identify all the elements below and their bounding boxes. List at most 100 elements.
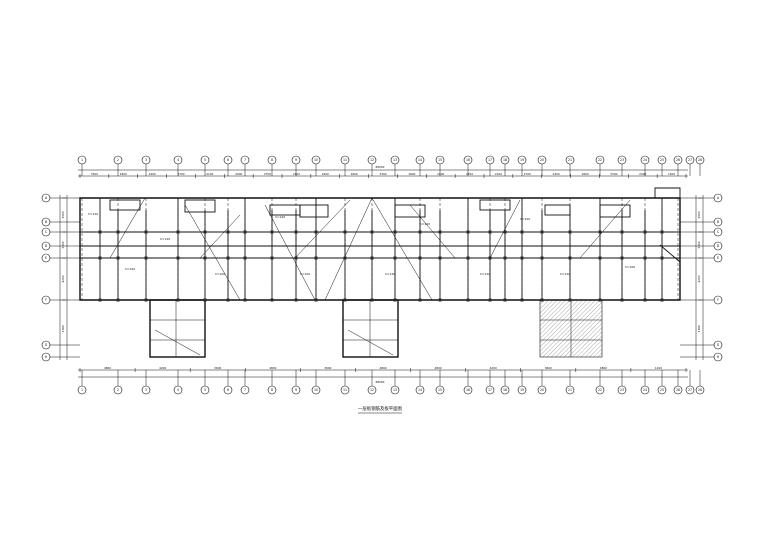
slab-label: h=120 (88, 212, 98, 216)
slab-label: h=100 (420, 222, 430, 226)
axis-label: 13 (393, 158, 397, 162)
axis-bubble (41, 253, 51, 263)
axis-label: 11 (343, 158, 347, 162)
dimension-text: 1800 (408, 172, 415, 176)
axis-bubble (565, 385, 575, 395)
axis-bubble (500, 155, 510, 165)
dimension-text: 3300 (61, 241, 65, 248)
axis-label: 8 (271, 158, 273, 162)
dimension-text: 2100 (206, 172, 213, 176)
axis-label: 12 (370, 388, 374, 392)
dimension-text: 4800 (600, 366, 607, 370)
axis-bubble (517, 385, 527, 395)
axis-bubble (223, 155, 233, 165)
axis-bubble (657, 155, 667, 165)
axis-bubble (595, 155, 605, 165)
dimension-text: 3600 (324, 366, 331, 370)
axis-label: 28 (698, 388, 702, 392)
axis-bubble (113, 155, 123, 165)
dimension-text: 4800 (379, 366, 386, 370)
dimension-text: 1500 (697, 325, 701, 332)
axis-label: 20 (540, 388, 544, 392)
axis-label: 16 (466, 158, 470, 162)
axis-bubble (267, 155, 277, 165)
axis-bubble (267, 385, 277, 395)
axis-label: 10 (314, 388, 318, 392)
axis-bubble (200, 385, 210, 395)
dimension-text: 2400 (149, 172, 156, 176)
axis-label: 24 (643, 158, 647, 162)
axis-bubble (41, 227, 51, 237)
axis-label: 11 (343, 388, 347, 392)
axis-label: 9 (295, 158, 297, 162)
axis-bubble (713, 253, 723, 263)
axis-grid-lines (81, 198, 679, 300)
axis-label: 24 (643, 388, 647, 392)
axis-bubble (200, 155, 210, 165)
axis-label: 14 (418, 158, 422, 162)
axis-bubble (565, 155, 575, 165)
dimension-text: 3600 (545, 366, 552, 370)
axis-label: 23 (620, 388, 624, 392)
dimension-text: 1500 (697, 211, 701, 218)
axis-label: D (45, 244, 48, 248)
axis-bubble (500, 385, 510, 395)
axis-bubble (673, 385, 683, 395)
dimension-text: 3900 (235, 172, 242, 176)
dimension-text: 2100 (495, 172, 502, 176)
axis-label: 27 (688, 158, 692, 162)
slab-label: h=100 (215, 272, 225, 276)
dimension-text: 2700 (466, 172, 473, 176)
dimension-text: 4800 (269, 366, 276, 370)
axis-label: E (717, 256, 719, 260)
axis-bubble (141, 155, 151, 165)
axis-bubble (240, 155, 250, 165)
dimension-lines (59, 169, 704, 378)
dimension-text: 1500 (61, 325, 65, 332)
axis-label: E (45, 256, 47, 260)
axis-label: 19 (520, 388, 524, 392)
bottom-overall-dimension: 88000 (376, 380, 385, 384)
axis-bubble (291, 385, 301, 395)
axis-bubble (435, 385, 445, 395)
axis-bubble (240, 385, 250, 395)
axis-bubble (537, 385, 547, 395)
axis-label: 22 (598, 388, 602, 392)
axis-bubble (415, 385, 425, 395)
axis-bubble (617, 155, 627, 165)
balcony-right (539, 299, 603, 358)
dimension-text: 3300 (610, 172, 617, 176)
dimension-text: 4200 (159, 366, 166, 370)
axis-bubble (41, 193, 51, 203)
axis-label: F (717, 298, 719, 302)
dimension-text: 1800 (120, 172, 127, 176)
axis-bubble (617, 385, 627, 395)
axis-bubble (713, 193, 723, 203)
axis-label: 8 (271, 388, 273, 392)
axis-label: 26 (676, 158, 680, 162)
axis-label: C (45, 230, 48, 234)
axis-bubble (113, 385, 123, 395)
axis-label: 13 (393, 388, 397, 392)
axis-bubble (713, 227, 723, 237)
axis-label: B (717, 220, 719, 224)
slab-label: h=100 (125, 267, 135, 271)
slab-label: h=120 (560, 272, 570, 276)
axis-bubble (141, 385, 151, 395)
slab-label: h=120 (480, 272, 490, 276)
dimension-text: 3600 (214, 366, 221, 370)
axis-label: 15 (438, 158, 442, 162)
axis-label: B (45, 220, 47, 224)
axis-label: 2 (117, 158, 119, 162)
dimension-text: 2700 (264, 172, 271, 176)
dimension-text: 2400 (553, 172, 560, 176)
axis-bubble (41, 295, 51, 305)
axis-bubble (415, 155, 425, 165)
slab-label: h=100 (625, 265, 635, 269)
dimension-text: 1800 (351, 172, 358, 176)
axis-bubble (463, 385, 473, 395)
axis-bubble (41, 217, 51, 227)
axis-label: 28 (698, 158, 702, 162)
